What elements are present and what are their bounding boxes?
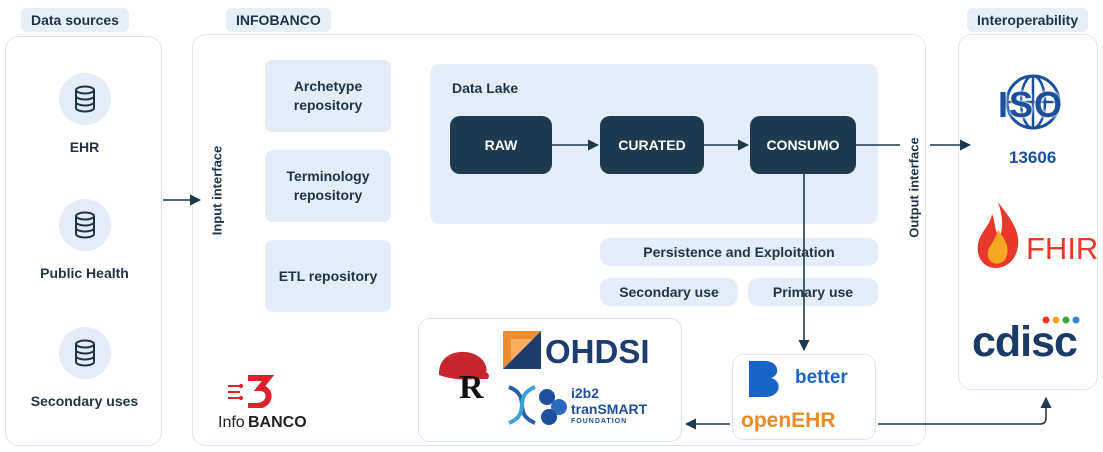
stage-curated: CURATED <box>600 116 704 174</box>
database-icon <box>58 327 111 379</box>
source-label: Public Health <box>40 265 129 281</box>
hexagon-cluster-icon <box>539 389 567 425</box>
tab-interoperability: Interoperability <box>967 8 1089 32</box>
etl-repository: ETL repository <box>265 240 391 312</box>
better-logo-icon <box>749 361 779 397</box>
stage-consumo: CONSUMO <box>750 116 856 174</box>
stage-raw: RAW <box>450 116 552 174</box>
better-logo-text: better <box>795 367 848 388</box>
cdisc-text: cdisc <box>972 318 1078 366</box>
database-icon <box>58 199 111 251</box>
data-sources-panel: EHR Public Health Secondary uses <box>5 36 162 446</box>
database-icon <box>58 73 111 125</box>
source-label: EHR <box>69 139 100 155</box>
ohdsi-logo-icon <box>503 331 541 369</box>
dna-helix-icon <box>508 385 536 425</box>
r-logo-icon <box>439 351 489 380</box>
data-lake-title: Data Lake <box>452 80 519 96</box>
fhir-flame-icon <box>977 202 1019 268</box>
primary-to-interop-arrow <box>878 396 1052 425</box>
source-public-health: Public Health <box>6 199 163 281</box>
cdisc-dots-icon <box>1042 316 1080 324</box>
infobanco-logo-info: Info <box>218 414 245 431</box>
infobanco-logo-banco: BANCO <box>248 414 307 431</box>
terminology-repository: Terminology repository <box>265 150 391 222</box>
source-ehr: EHR <box>6 73 163 155</box>
fhir-text: FHIR <box>1026 231 1099 266</box>
interoperability-panel <box>958 34 1098 390</box>
tab-infobanco: INFOBANCO <box>226 8 331 32</box>
iso-globe-icon <box>1005 74 1061 130</box>
ohdsi-logo-text: OHDSI <box>545 333 650 370</box>
iso-text: ISO <box>998 84 1064 125</box>
source-label: Secondary uses <box>30 393 139 409</box>
transmart-text: tranSMART <box>571 401 648 417</box>
r-logo-text: R <box>459 369 484 406</box>
i2b2-text: i2b2 <box>571 385 600 401</box>
archetype-repository: Archetype repository <box>265 60 391 132</box>
tab-data-sources: Data sources <box>21 8 129 32</box>
secondary-use-label: Secondary use <box>600 278 738 306</box>
infobanco-mark-icon <box>228 375 275 408</box>
persistence-exploitation-label: Persistence and Exploitation <box>600 238 878 266</box>
iso-number-text: 13606 <box>1009 148 1057 167</box>
data-lake: Data Lake RAW CURATED CONSUMO <box>430 64 878 224</box>
openehr-logo-text: openEHR <box>741 409 836 432</box>
primary-tools-box: better openEHR <box>732 354 876 440</box>
primary-use-label: Primary use <box>748 278 878 306</box>
foundation-text: FOUNDATION <box>571 418 628 425</box>
secondary-tools-box: R OHDSI i2b2 tranSMART FOUNDATION <box>418 318 682 442</box>
source-secondary-uses: Secondary uses <box>6 327 163 409</box>
